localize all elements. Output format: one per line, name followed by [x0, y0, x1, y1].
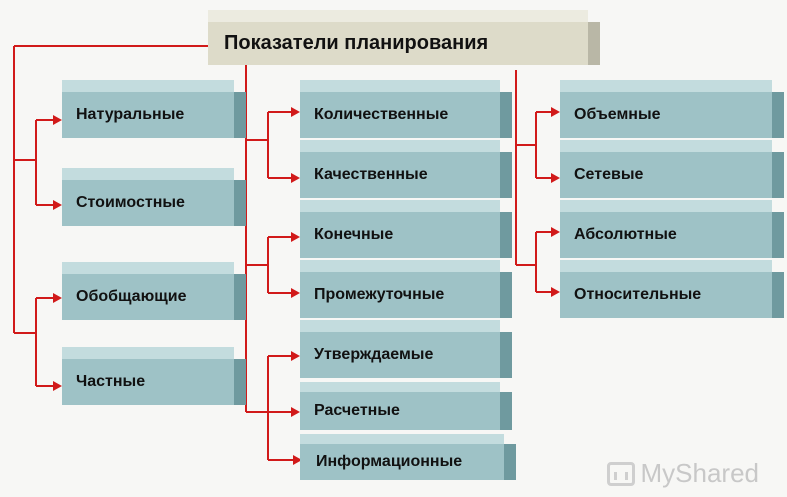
label-generalizing: Обобщающие [76, 288, 187, 305]
label-network: Сетевые [574, 166, 644, 183]
box-relative: Относительные [560, 260, 784, 318]
box-natural: Натуральные [62, 80, 246, 138]
box-informational: Информационные [300, 434, 516, 480]
label-partial: Частные [76, 373, 146, 390]
arrowhead [291, 288, 300, 298]
box-quantitative: Количественные [300, 80, 512, 138]
watermark-text: MyShared [640, 458, 760, 488]
label-quantitative: Количественные [314, 106, 449, 123]
label-intermediate: Промежуточные [314, 286, 445, 303]
arrowhead [291, 407, 300, 417]
presentation-icon [606, 461, 635, 486]
box-final: Конечные [300, 200, 512, 258]
arrowhead [53, 200, 62, 210]
arrowhead [53, 115, 62, 125]
title-box: Показатели планирования [208, 10, 600, 65]
label-informational: Информационные [316, 453, 463, 470]
box-network: Сетевые [560, 140, 784, 198]
label-relative: Относительные [574, 286, 702, 303]
arrowhead [53, 381, 62, 391]
arrowhead [551, 287, 560, 297]
label-absolute: Абсолютные [574, 226, 677, 243]
arrowhead [551, 173, 560, 183]
box-absolute: Абсолютные [560, 200, 784, 258]
arrowhead [293, 455, 302, 465]
box-partial: Частные [62, 347, 246, 405]
label-natural: Натуральные [76, 106, 185, 123]
box-intermediate: Промежуточные [300, 260, 512, 318]
arrowhead [551, 227, 560, 237]
box-volume: Объемные [560, 80, 784, 138]
label-calculated: Расчетные [314, 402, 400, 419]
box-qualitative: Качественные [300, 140, 512, 198]
arrowhead [53, 293, 62, 303]
label-qualitative: Качественные [314, 166, 428, 183]
arrowhead [291, 351, 300, 361]
label-approved: Утверждаемые [314, 346, 434, 363]
watermark-logo: MyShared [606, 458, 760, 489]
diagram-title: Показатели планирования [224, 32, 489, 54]
arrowhead [291, 232, 300, 242]
box-approved: Утверждаемые [300, 320, 512, 378]
box-cost: Стоимостные [62, 168, 246, 226]
label-volume: Объемные [574, 106, 661, 123]
label-final: Конечные [314, 226, 394, 243]
arrowhead [291, 173, 300, 183]
arrowhead [291, 107, 300, 117]
label-cost: Стоимостные [76, 194, 185, 211]
arrowhead [551, 107, 560, 117]
box-generalizing: Обобщающие [62, 262, 246, 320]
box-calculated: Расчетные [300, 382, 512, 430]
